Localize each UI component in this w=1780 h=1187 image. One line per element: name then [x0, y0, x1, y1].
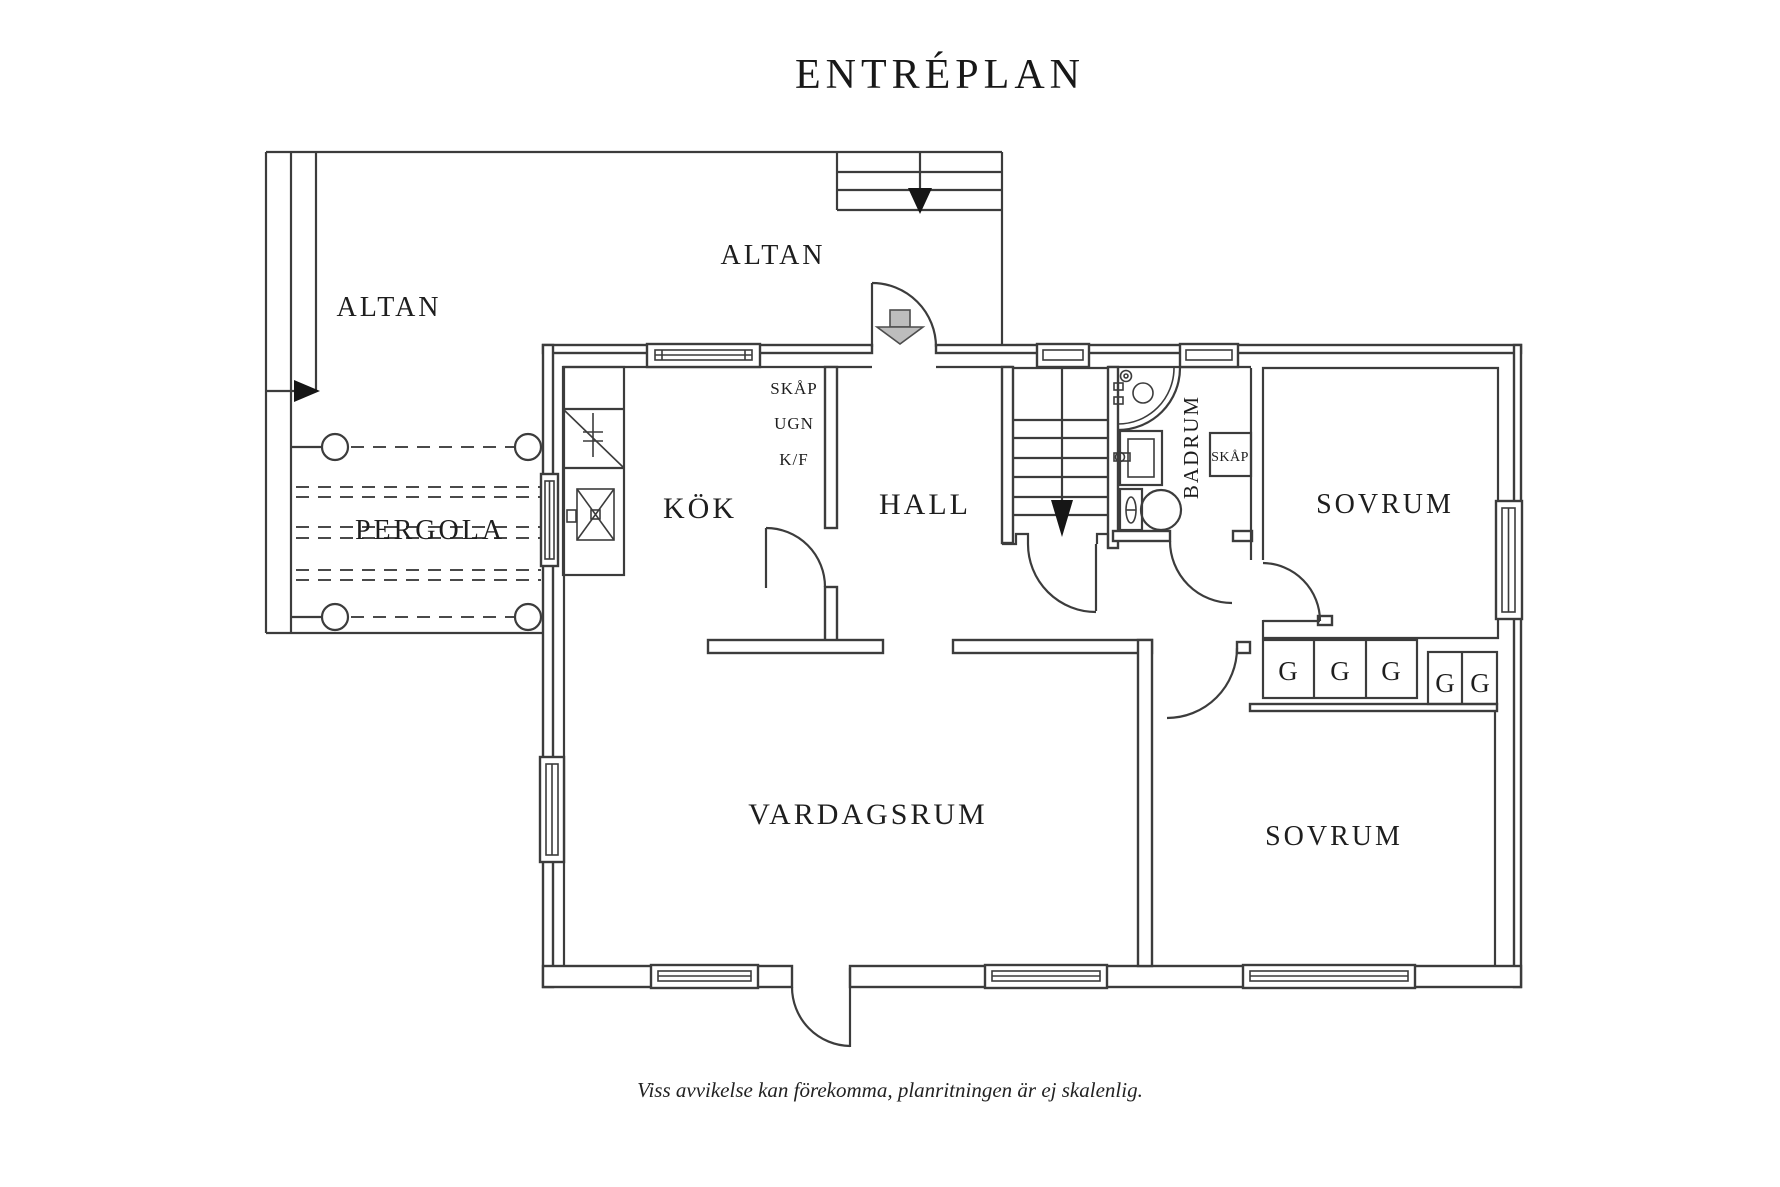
window-kok-north — [645, 342, 762, 369]
window-vardagsrum-west — [538, 755, 566, 864]
stove-icon — [566, 488, 615, 541]
stairwell — [1000, 365, 1110, 548]
room-label-sovrum-bottom: SOVRUM — [1265, 821, 1403, 852]
room-label-kok: KÖK — [663, 492, 737, 525]
pergola-structure — [291, 432, 543, 632]
room-label-altan-left: ALTAN — [336, 292, 441, 323]
exterior-walls — [541, 343, 1523, 989]
closets — [1208, 431, 1499, 706]
label-wardrobe-4: G — [1435, 668, 1455, 698]
label-wardrobe-5: G — [1470, 668, 1490, 698]
room-label-altan-top: ALTAN — [720, 240, 825, 271]
window-badrum-north — [1178, 342, 1240, 369]
label-wardrobe-1: G — [1278, 656, 1298, 686]
deck-entry-arrow-icon — [266, 380, 320, 402]
sink-basin-icon — [1113, 429, 1164, 487]
label-ugn: UGN — [774, 414, 814, 433]
room-label-badrum: BADRUM — [1179, 395, 1203, 499]
label-wardrobe-2: G — [1330, 656, 1350, 686]
altan-pergola-outline — [264, 150, 1004, 635]
page-title: ENTRÉPLAN — [795, 51, 1085, 98]
window-hall-north — [1035, 342, 1091, 369]
interior-walls — [562, 365, 1500, 968]
label-wardrobe-3: G — [1381, 656, 1401, 686]
kitchen-counter — [561, 365, 626, 577]
stairwell-down-arrow-icon — [1051, 500, 1073, 537]
room-label-vardagsrum: VARDAGSRUM — [748, 798, 988, 831]
room-label-sovrum-top: SOVRUM — [1316, 489, 1454, 520]
sink-icon — [583, 413, 603, 457]
entry-arrow-icon — [874, 309, 926, 345]
window-kok-west — [539, 472, 560, 568]
room-label-pergola: PERGOLA — [355, 515, 505, 546]
toilet-icon — [1118, 487, 1183, 532]
bathroom-fixtures — [1113, 367, 1183, 532]
room-label-hall: HALL — [879, 488, 971, 521]
window-sovrum-east — [1494, 499, 1524, 621]
altan-stairs — [835, 152, 1002, 214]
label-skap-kitchen: SKÅP — [770, 379, 817, 398]
label-skap-hall: SKÅP — [1211, 449, 1249, 465]
disclaimer-text: Viss avvikelse kan förekomma, planritnin… — [637, 1078, 1143, 1102]
window-vardagsrum-south-1 — [649, 963, 760, 990]
label-kf: K/F — [779, 450, 808, 469]
doors — [764, 281, 1322, 1048]
window-sovrum-south — [1241, 963, 1417, 990]
stairs-down-arrow-icon — [908, 188, 932, 214]
window-vardagsrum-south-2 — [983, 963, 1109, 990]
windows — [538, 342, 1524, 990]
shower-icon — [1113, 367, 1182, 432]
